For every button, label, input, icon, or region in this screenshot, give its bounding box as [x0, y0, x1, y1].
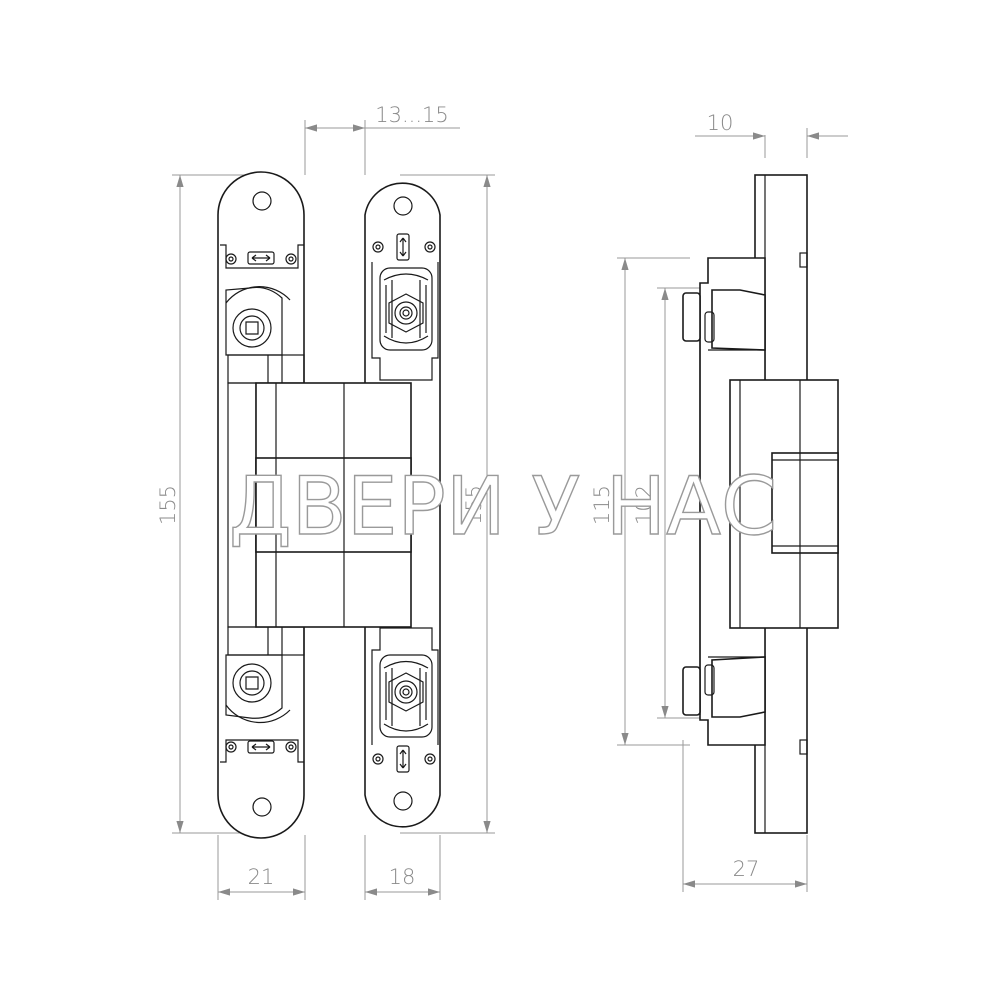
dim-width-left-label: 21 [248, 865, 275, 889]
hinge-side-view [682, 174, 839, 834]
dimension-labels: 13...15 155 155 21 18 10 115 102 27 [156, 103, 759, 889]
dimension-lines [172, 120, 848, 900]
dim-height-left-label: 155 [156, 485, 180, 525]
dim-depth-total-label: 27 [733, 857, 760, 881]
dim-gap-label: 13...15 [375, 103, 448, 127]
dim-height-115-label: 115 [590, 485, 614, 525]
vertical-arrow-icon [399, 749, 407, 769]
dim-height-right-label: 155 [462, 485, 486, 525]
dim-depth-top-label: 10 [707, 111, 734, 135]
watermark-text: ДВЕРИ У НАС [229, 460, 777, 553]
vertical-arrow-icon [399, 237, 407, 257]
hinge-central-body [255, 382, 412, 628]
horizontal-arrow-icon [251, 743, 271, 751]
dim-width-right-label: 18 [389, 865, 416, 889]
dim-height-102-label: 102 [632, 485, 656, 525]
horizontal-arrow-icon [251, 254, 271, 262]
